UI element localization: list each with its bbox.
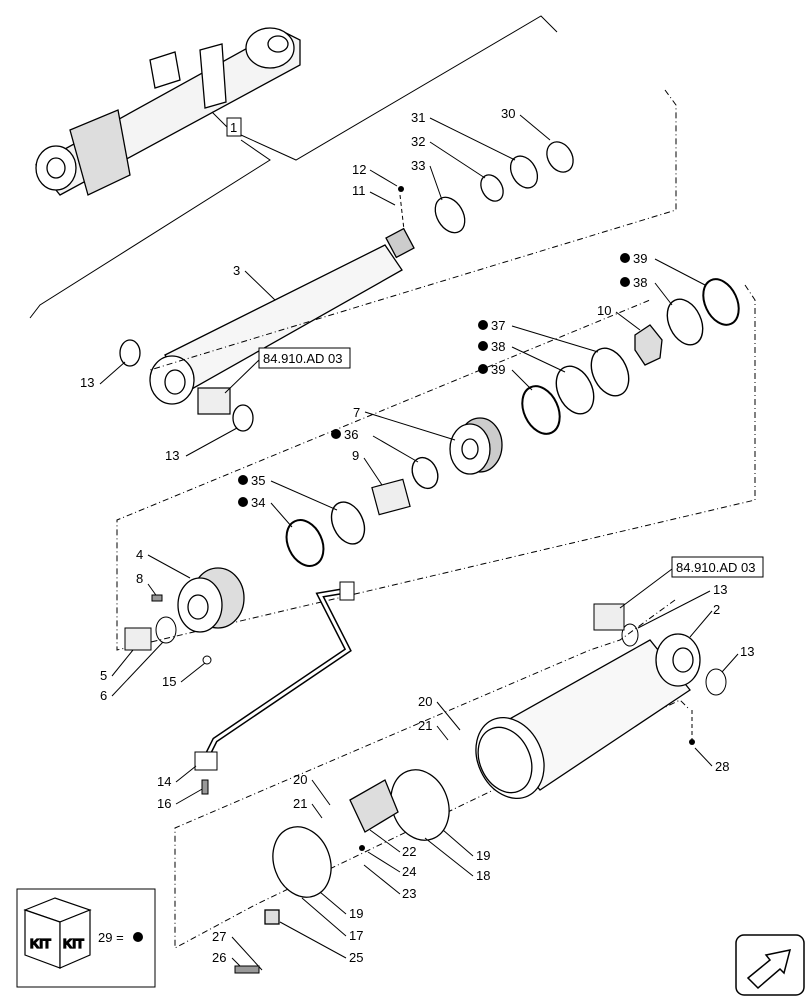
part-label-30: 30 [501, 106, 515, 121]
part-label-23: 23 [402, 886, 416, 901]
dashed-frame-bottom [174, 599, 691, 949]
piston-nut [634, 324, 663, 366]
part-label-12: 12 [352, 162, 366, 177]
kit-dot-icon [133, 932, 143, 942]
part-label-13-d: 13 [740, 644, 754, 659]
guide-bushing [371, 478, 411, 516]
part-label-10: 10 [597, 303, 611, 318]
reference-box-a [258, 347, 351, 369]
piston-seals [411, 347, 630, 490]
cylinder-tube [475, 633, 701, 800]
reference-label-b: 84.910.AD 03 [676, 560, 756, 575]
dashed-frame-top [149, 89, 677, 371]
navigation-arrow-icon[interactable] [735, 934, 805, 996]
part-label-34: 34 [251, 495, 265, 510]
part-label-1: 1 [230, 120, 237, 135]
part-label-31: 31 [411, 110, 425, 125]
part-label-19-b: 19 [349, 906, 363, 921]
part-label-20-b: 20 [293, 772, 307, 787]
part-label-14: 14 [157, 774, 171, 789]
part-label-18: 18 [476, 868, 490, 883]
part-label-11: 11 [352, 183, 366, 198]
part-label-19-a: 19 [476, 848, 490, 863]
piston [449, 417, 503, 475]
part-label-15: 15 [162, 674, 176, 689]
part-label-2: 2 [713, 602, 720, 617]
part-label-13-b: 13 [165, 448, 179, 463]
rod-seals [434, 141, 574, 234]
reference-box-b [671, 556, 764, 578]
part-label-7: 7 [353, 405, 360, 420]
part-label-3: 3 [233, 263, 240, 278]
part-label-8: 8 [136, 571, 143, 586]
part-label-21-a: 21 [418, 718, 432, 733]
part-label-9: 9 [352, 448, 359, 463]
part-label-24: 24 [402, 864, 416, 879]
kit-box-icon: KIT KIT [23, 897, 92, 969]
part-label-35: 35 [251, 473, 265, 488]
part-label-6: 6 [100, 688, 107, 703]
kit-label-right: KIT [63, 936, 84, 951]
part-label-38-b: 38 [491, 339, 505, 354]
part-label-26: 26 [212, 950, 226, 965]
part-label-28: 28 [715, 759, 729, 774]
part-label-32: 32 [411, 134, 425, 149]
part-label-4: 4 [136, 547, 143, 562]
part-label-38-a: 38 [633, 275, 647, 290]
rod-bushing [197, 387, 231, 415]
part-label-17: 17 [349, 928, 363, 943]
part-label-20-a: 20 [418, 694, 432, 709]
part-label-25: 25 [349, 950, 363, 965]
part-label-36: 36 [344, 427, 358, 442]
reference-label-a: 84.910.AD 03 [263, 351, 343, 366]
clamp-group [264, 769, 450, 925]
part-label-13-c: 13 [713, 582, 727, 597]
part-label-37: 37 [491, 318, 505, 333]
dashed-frame-middle [116, 284, 756, 651]
piston-rod [149, 227, 415, 405]
part-label-22: 22 [402, 844, 416, 859]
part-label-21-b: 21 [293, 796, 307, 811]
part-label-27: 27 [212, 929, 226, 944]
kit-legend-text: 29 = [98, 930, 124, 945]
kit-label-left: KIT [30, 936, 51, 951]
overview-cylinder [35, 27, 301, 196]
part-label-39-b: 39 [491, 362, 505, 377]
part-label-13-a: 13 [80, 375, 94, 390]
part-label-39-a: 39 [633, 251, 647, 266]
cylinder-head [177, 567, 245, 633]
part-label-33: 33 [411, 158, 425, 173]
part-label-16: 16 [157, 796, 171, 811]
part-label-5: 5 [100, 668, 107, 683]
